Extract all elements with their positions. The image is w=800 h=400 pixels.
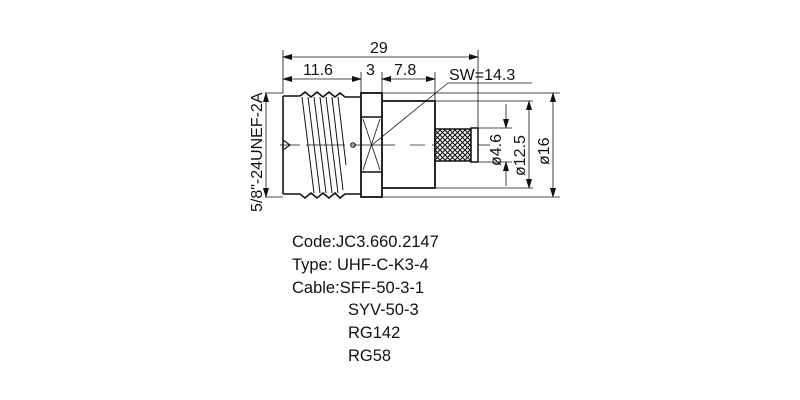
- type-value: UHF-C-K3-4: [336, 255, 429, 274]
- cable-label: Cable:: [292, 278, 340, 297]
- code-value: JC3.660.2147: [336, 233, 439, 251]
- dim-body-diameter: ø12.5: [512, 135, 529, 176]
- dimension-labels: 29 11.6 3 7.8 SW=14.3 5/8"-24UNEF-2A ø4.…: [249, 40, 553, 212]
- spec-cable-row: RG58: [292, 345, 439, 368]
- thread-section: [282, 90, 360, 200]
- dim-thread-spec: 5/8"-24UNEF-2A: [249, 92, 266, 212]
- dim-body-length: 7.8: [394, 62, 416, 79]
- dim-thread-length: 11.6: [303, 62, 333, 79]
- spec-type-row: Type: UHF-C-K3-4: [292, 254, 439, 277]
- connector-body: [382, 100, 436, 189]
- cable-value: RG142: [348, 324, 401, 343]
- spec-cable-row: RG142: [292, 322, 439, 345]
- dim-overall-length: 29: [370, 40, 388, 57]
- spec-cable-row: Cable:SFF-50-3-1: [292, 277, 439, 300]
- code-label: Code:: [292, 233, 337, 251]
- spec-code-row: Code:JC3.660.2147: [292, 231, 439, 254]
- dim-hex-width: 3: [366, 62, 375, 79]
- cable-value: SYV-50-3: [348, 301, 419, 320]
- dim-hex-diameter: ø16: [536, 137, 553, 165]
- cable-value: SFF-50-3-1: [339, 278, 425, 297]
- type-label: Type:: [292, 255, 337, 274]
- spec-block: Code:JC3.660.2147 Type: UHF-C-K3-4 Cable…: [292, 231, 439, 368]
- crimp-ferrule: [434, 127, 479, 163]
- cable-value: RG58: [348, 346, 392, 365]
- dim-hex-size: SW=14.3: [449, 67, 515, 84]
- hex-nut: [360, 92, 383, 198]
- spec-cable-row: SYV-50-3: [292, 299, 439, 322]
- dimension-lines: [263, 54, 556, 198]
- dim-crimp-diameter: ø4.6: [488, 134, 505, 166]
